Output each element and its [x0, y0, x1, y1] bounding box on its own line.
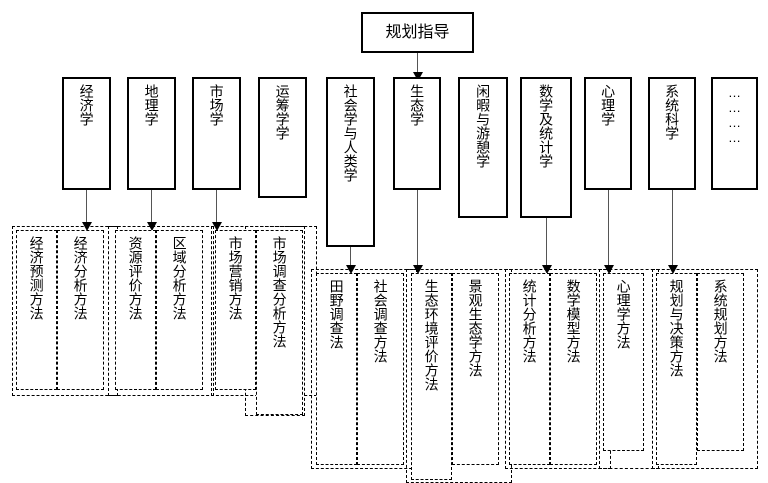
discipline-label: 经济学	[78, 84, 95, 126]
connector-line	[216, 190, 217, 222]
discipline-ecology[interactable]: 生态学	[393, 77, 441, 190]
method-label: 统计分析方法	[521, 279, 538, 363]
method-m-econ-forecast[interactable]: 经济预测方法	[16, 230, 57, 390]
discipline-label: 生态学	[409, 84, 426, 126]
connector-line	[546, 218, 547, 265]
discipline-economics[interactable]: 经济学	[62, 77, 111, 190]
discipline-label: 数学及统计学	[538, 84, 555, 168]
method-m-mkt-promo[interactable]: 市场营销方法	[215, 230, 256, 390]
discipline-label: 系统科学	[664, 84, 681, 140]
method-m-stat-anal[interactable]: 统计分析方法	[509, 273, 550, 465]
method-label: 规划与决策方法	[668, 279, 685, 377]
method-label: 经济预测方法	[28, 236, 45, 320]
discipline-label: 市场学	[208, 84, 225, 126]
node-planning-guidance[interactable]: 规划指导	[361, 12, 474, 53]
connector-line	[86, 190, 87, 222]
discipline-leisure[interactable]: 闲暇与游憩学	[458, 77, 508, 218]
discipline-marketing[interactable]: 市场学	[192, 77, 241, 190]
method-m-eco-env[interactable]: 生态环境评价方法	[411, 273, 452, 480]
method-label: 生态环境评价方法	[423, 279, 440, 391]
method-label: 数学模型方法	[565, 279, 582, 363]
method-group-grp-systems	[652, 269, 758, 469]
method-label: 市场调查分析方法	[271, 236, 288, 348]
method-group-grp-geography	[108, 226, 214, 396]
connector-line	[417, 190, 418, 265]
method-m-sys-plan[interactable]: 系统规划方法	[697, 273, 744, 451]
discipline-label: 社会学与人类学	[342, 84, 359, 182]
method-m-math-model[interactable]: 数学模型方法	[550, 273, 597, 465]
connector-line	[350, 247, 351, 265]
method-label: 市场营销方法	[227, 236, 244, 320]
method-label: 景观生态学方法	[467, 279, 484, 377]
connector-line	[672, 190, 673, 265]
discipline-etc[interactable]: …………	[711, 77, 758, 190]
discipline-systems[interactable]: 系统科学	[648, 77, 696, 190]
method-m-region-anal[interactable]: 区域分析方法	[156, 230, 203, 390]
discipline-label: 地理学	[143, 84, 160, 126]
discipline-label: …………	[727, 85, 742, 145]
connector-line	[608, 190, 609, 265]
method-m-psych[interactable]: 心理学方法	[603, 273, 644, 451]
method-m-social-survey[interactable]: 社会调查方法	[357, 273, 404, 465]
method-m-landscape[interactable]: 景观生态学方法	[452, 273, 499, 465]
connector-arrowhead	[412, 72, 423, 81]
method-label: 区域分析方法	[171, 236, 188, 320]
connector-line	[151, 190, 152, 222]
discipline-psychology[interactable]: 心理学	[584, 77, 632, 190]
discipline-mathstat[interactable]: 数学及统计学	[520, 77, 572, 218]
discipline-label: 心理学	[600, 84, 617, 126]
method-m-econ-analysis[interactable]: 经济分析方法	[57, 230, 104, 390]
method-label: 社会调查方法	[372, 279, 389, 363]
method-label: 系统规划方法	[712, 279, 729, 363]
discipline-operations[interactable]: 运筹学学	[258, 77, 307, 198]
method-label: 资源评价方法	[127, 236, 144, 320]
method-label: 经济分析方法	[72, 236, 89, 320]
node-planning-guidance-label: 规划指导	[385, 23, 450, 41]
method-m-field[interactable]: 田野调查法	[316, 273, 357, 465]
discipline-geography[interactable]: 地理学	[127, 77, 176, 190]
connector-line	[417, 52, 418, 72]
discipline-label: 闲暇与游憩学	[475, 84, 492, 168]
discipline-sociology[interactable]: 社会学与人类学	[326, 77, 375, 247]
method-m-mkt-survey[interactable]: 市场调查分析方法	[256, 230, 303, 415]
method-m-res-eval[interactable]: 资源评价方法	[115, 230, 156, 390]
method-label: 心理学方法	[615, 279, 632, 349]
method-label: 田野调查法	[328, 279, 345, 349]
method-m-plan-decide[interactable]: 规划与决策方法	[656, 273, 697, 465]
discipline-label: 运筹学学	[274, 84, 291, 140]
